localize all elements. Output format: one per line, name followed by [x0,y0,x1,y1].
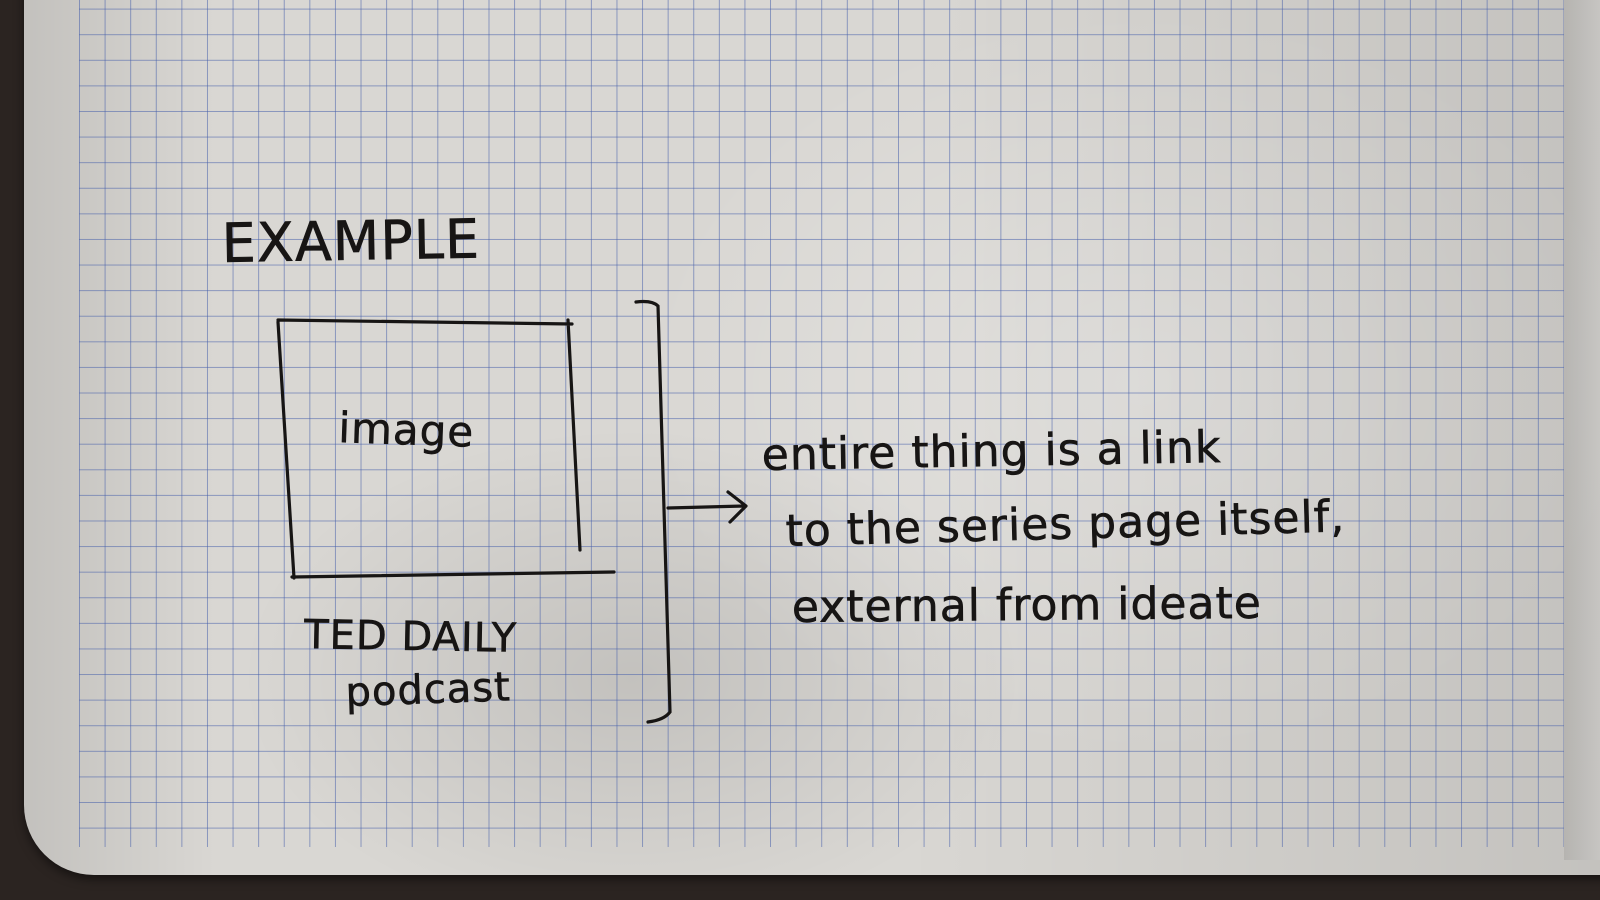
page-edge-shadow [1564,0,1600,860]
bracket [634,299,672,724]
heading-text: EXAMPLE [221,207,480,275]
note-line-3: external from ideate [792,578,1262,633]
caption-subtitle: podcast [345,664,512,716]
notebook-page [24,0,1600,875]
note-line-2: to the series page itself, [785,491,1346,557]
caption-title: TED DAILY [303,612,518,662]
image-placeholder-box [276,318,616,580]
arrow [666,490,748,524]
graph-paper-grid [79,0,1564,847]
image-box-label: image [338,403,475,457]
note-line-1: entire thing is a link [761,422,1222,481]
